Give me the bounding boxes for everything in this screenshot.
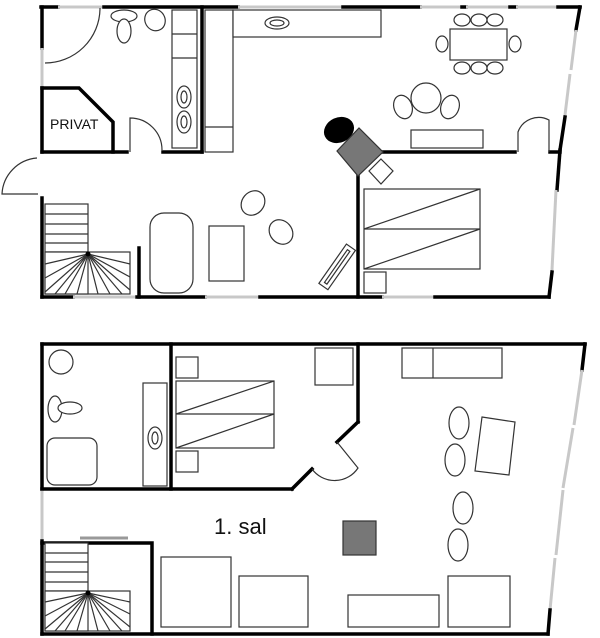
shower-tray	[46, 437, 98, 486]
fireplace	[336, 127, 384, 177]
sideboard	[410, 129, 484, 149]
table-box	[160, 556, 232, 628]
table-lower	[474, 416, 516, 476]
kitchen-counter	[204, 9, 382, 153]
toilet-icon	[47, 395, 83, 423]
nightstand	[175, 450, 199, 473]
upper-floor-plan	[39, 4, 583, 299]
room-label-hall: 1. sal	[214, 514, 267, 539]
dining-table	[435, 13, 522, 75]
chair	[444, 443, 466, 477]
table-box	[447, 575, 511, 628]
door-arc-lounge	[517, 116, 550, 152]
door-arc-entrance	[1, 157, 38, 195]
grey-column	[342, 520, 377, 556]
chair	[240, 190, 266, 216]
nightstand	[175, 356, 199, 379]
chair	[452, 491, 474, 525]
door-arc-bathroom	[129, 117, 163, 152]
wardrobe	[314, 347, 354, 386]
table-box	[238, 575, 309, 628]
staircase-lower	[44, 542, 131, 632]
sofa-rounded	[149, 212, 194, 294]
chair	[447, 528, 469, 562]
side-table	[368, 158, 394, 185]
round-table	[392, 82, 461, 120]
toilet-icon	[110, 9, 138, 44]
sink-icon	[144, 8, 166, 32]
table-box	[347, 594, 440, 628]
bed-upper	[363, 188, 481, 270]
door-arc-bedroom	[311, 441, 359, 482]
chair	[268, 219, 294, 245]
chair	[448, 406, 470, 440]
nightstand	[363, 271, 387, 294]
bed-lower	[175, 380, 275, 449]
sideboard-lower	[401, 347, 503, 379]
door-arc-bathroom-entry	[44, 8, 101, 64]
coffee-table	[208, 225, 245, 282]
staircase-upper	[44, 203, 131, 295]
stove-icon	[323, 116, 355, 144]
room-label-privat: PRIVAT	[50, 116, 99, 132]
sink-icon	[48, 349, 74, 375]
radiator	[318, 243, 357, 291]
bathroom-counter-lower	[142, 382, 168, 487]
bathroom-counter	[171, 9, 198, 149]
